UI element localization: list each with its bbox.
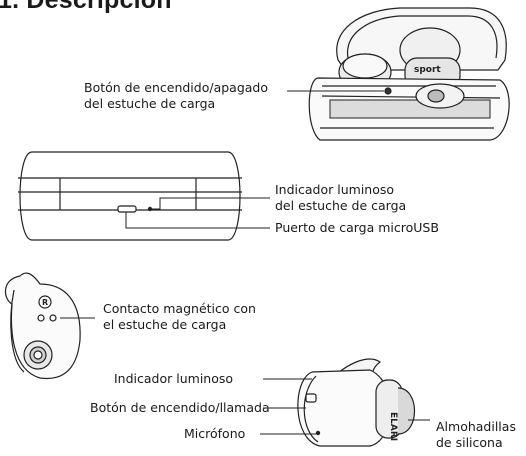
label-bud-indicator: Indicador luminoso <box>114 371 234 386</box>
elari-brand-mark: ELARI <box>388 412 398 441</box>
label-microphone: Micrófono <box>184 426 246 441</box>
label-ear-tips-line2: de silicona <box>436 435 503 450</box>
label-case-indicator-line2: del estuche de carga <box>275 198 407 213</box>
charging-case-front <box>18 151 242 241</box>
label-power-button-case-line1: Botón de encendido/apagado <box>84 80 268 95</box>
label-case-indicator-line1: Indicador luminoso <box>275 182 395 197</box>
leader-lines <box>60 90 430 435</box>
label-bud-button: Botón de encendido/llamada <box>90 400 270 415</box>
registered-mark: R <box>42 298 48 307</box>
sport-brand-mark: sport <box>414 65 441 75</box>
label-power-button-case-line2: del estuche de carga <box>84 96 216 111</box>
earbud-front-view <box>297 358 416 447</box>
label-magnetic-contact-line1: Contacto magnético con <box>103 301 256 316</box>
earbud-side-view <box>4 272 81 380</box>
label-ear-tips-line1: Almohadillas <box>436 419 516 434</box>
page-title: 1. Descripción <box>0 0 172 14</box>
label-magnetic-contact-line2: el estuche de carga <box>103 317 227 332</box>
label-usb-port: Puerto de carga microUSB <box>275 220 439 235</box>
charging-case-open <box>308 7 510 141</box>
